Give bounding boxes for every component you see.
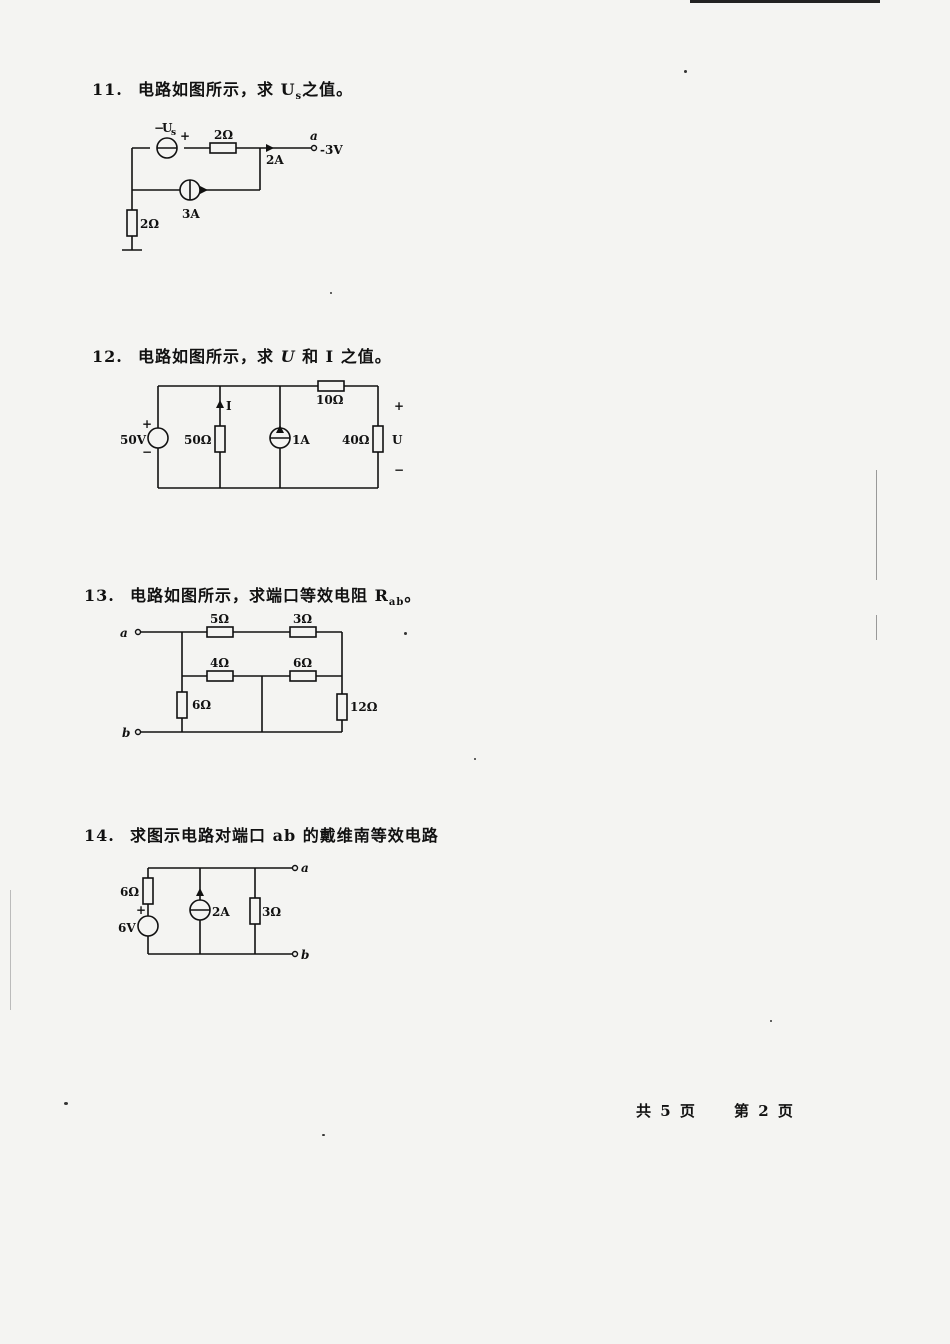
- circuit-11: − U s + 2Ω 2A a -3V 3A 2Ω: [122, 121, 343, 251]
- question-number: 13.: [84, 586, 115, 605]
- label-b: b: [122, 726, 130, 740]
- label-a: a: [120, 626, 128, 640]
- label-current-i: I: [226, 399, 232, 413]
- top-edge-line: [690, 0, 880, 3]
- question-text-end: 。: [404, 586, 422, 605]
- scan-speck: [684, 70, 687, 73]
- question-text: 求图示电路对端口 ab 的戴维南等效电路: [130, 826, 439, 845]
- label-node-a: a: [310, 129, 318, 143]
- label-u: U: [392, 433, 403, 447]
- label-r6: 6Ω: [120, 885, 139, 899]
- scan-edge-line: [876, 615, 877, 640]
- label-r5: 5Ω: [210, 612, 229, 626]
- label-u-plus: +: [394, 399, 404, 413]
- circuit-14: 6Ω + 6V 2A 3Ω a b: [118, 861, 309, 962]
- label-r2: 2Ω: [140, 217, 159, 231]
- label-plus: +: [180, 129, 190, 143]
- resistor-symbol: [289, 626, 317, 638]
- label-u-minus: −: [394, 463, 404, 477]
- question-13: 13. 电路如图所示，求端口等效电阻 Rab。: [84, 582, 421, 608]
- scan-speck: [404, 632, 407, 635]
- label-r6h: 6Ω: [293, 656, 312, 670]
- label-vs: 50V: [120, 433, 147, 447]
- scan-speck: [330, 292, 332, 294]
- question-number: 11.: [92, 80, 123, 99]
- resistor-symbol: [176, 691, 188, 719]
- question-text: 电路如图所示，求: [138, 347, 281, 366]
- resistor-symbol: [214, 425, 226, 453]
- label-r3: 3Ω: [262, 905, 281, 919]
- label-vs-minus: −: [142, 445, 152, 459]
- question-subscript: s: [295, 91, 303, 103]
- label-current: 2A: [266, 153, 284, 167]
- question-subscript: ab: [388, 597, 405, 609]
- resistor-symbol: [206, 626, 234, 638]
- question-12: 12. 电路如图所示，求 U 和 I 之值。: [92, 343, 392, 367]
- label-a: a: [301, 861, 309, 875]
- resistor-symbol: [206, 670, 234, 682]
- label-cs: 2A: [212, 905, 230, 919]
- resistor-symbol: [336, 693, 348, 721]
- label-vs-plus: +: [136, 903, 146, 917]
- label-vs-plus: +: [142, 417, 152, 431]
- label-b: b: [301, 948, 309, 962]
- label-r40: 40Ω: [342, 433, 370, 447]
- scan-speck: [770, 1020, 772, 1022]
- question-text-end: 和 I 之值。: [295, 347, 392, 366]
- scan-edge-line: [10, 890, 11, 1010]
- resistor-symbol: [249, 897, 261, 925]
- resistor-symbol: [289, 670, 317, 682]
- question-11: 11. 电路如图所示，求 Us之值。: [92, 76, 353, 102]
- scan-speck: [474, 758, 476, 760]
- scan-speck: [322, 1134, 325, 1136]
- label-us-sub: s: [171, 128, 176, 138]
- question-number: 14.: [84, 826, 115, 845]
- label-r3: 3Ω: [293, 612, 312, 626]
- question-text: 电路如图所示，求 U: [138, 80, 296, 99]
- scan-speck: [64, 1102, 68, 1105]
- question-text-end: 之值。: [302, 80, 354, 99]
- resistor-symbol: [209, 142, 237, 154]
- question-number: 12.: [92, 347, 123, 366]
- circuit-13: a b 5Ω 3Ω 4Ω 6Ω 6Ω 12Ω: [120, 612, 378, 740]
- label-vs: 6V: [118, 921, 136, 935]
- label-r50: 50Ω: [184, 433, 212, 447]
- voltage-source-symbol: [137, 915, 159, 937]
- resistor-symbol: [142, 877, 154, 905]
- circuit-12: + 50V − 50Ω I 1A 10Ω 40Ω + U −: [120, 380, 404, 489]
- question-text: 电路如图所示，求端口等效电阻 R: [130, 586, 389, 605]
- resistor-symbol: [372, 425, 384, 453]
- question-variable: U: [280, 347, 296, 366]
- question-14: 14. 求图示电路对端口 ab 的戴维南等效电路: [84, 822, 439, 846]
- label-us: U: [162, 121, 173, 135]
- scan-edge-line: [876, 470, 877, 580]
- label-r12: 12Ω: [350, 700, 378, 714]
- label-r6v: 6Ω: [192, 698, 211, 712]
- page-total: 共 5 页: [636, 1102, 697, 1120]
- label-minus: −: [154, 121, 164, 135]
- label-cs: 3A: [182, 207, 200, 221]
- resistor-symbol: [317, 380, 345, 392]
- page-number: 第 2 页: [734, 1102, 795, 1120]
- label-cs: 1A: [292, 433, 310, 447]
- label-r1: 2Ω: [214, 128, 233, 142]
- label-r10: 10Ω: [316, 393, 344, 407]
- resistor-symbol: [126, 209, 138, 237]
- label-voltage: -3V: [320, 143, 343, 157]
- label-r4: 4Ω: [210, 656, 229, 670]
- voltage-source-symbol: [147, 427, 169, 449]
